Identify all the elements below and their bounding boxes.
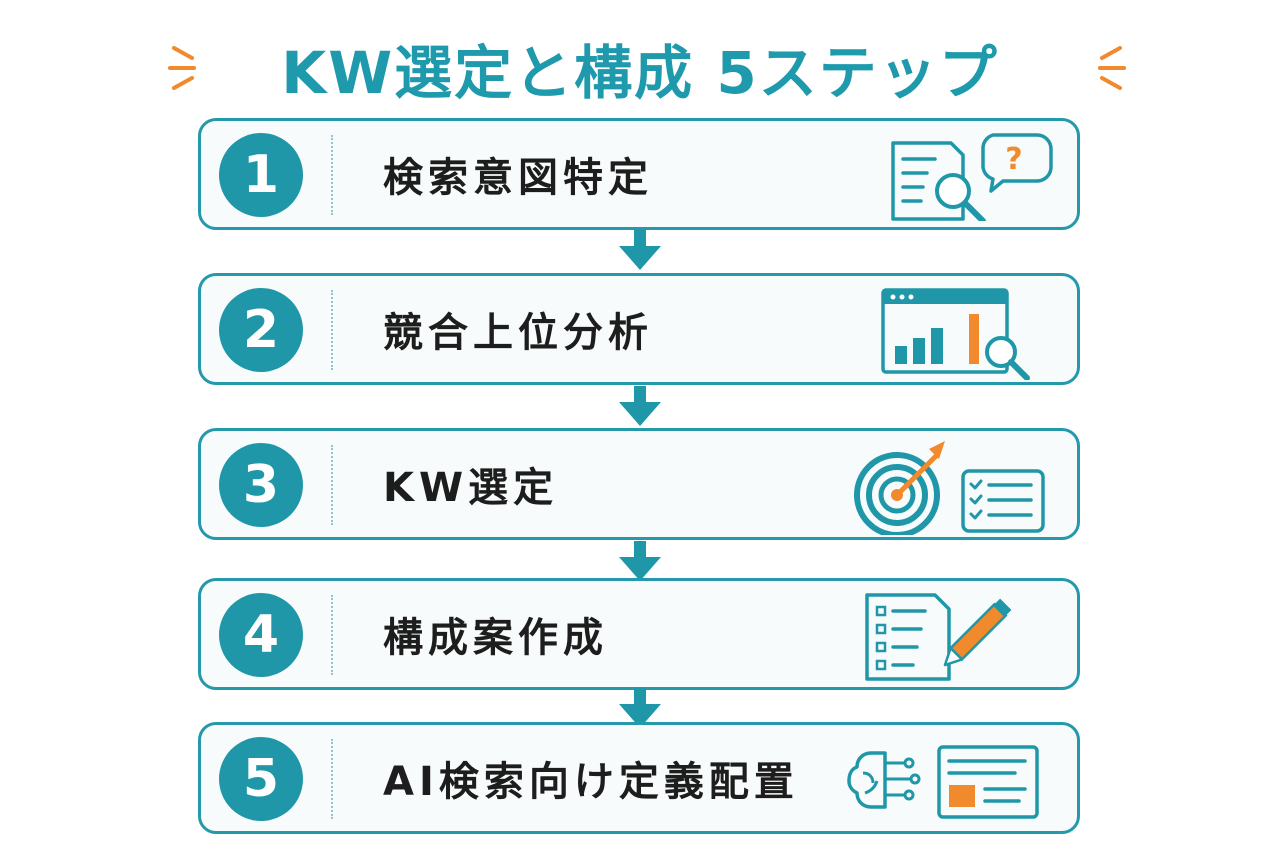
step-label: AI検索向け定義配置	[383, 759, 799, 805]
step-divider	[331, 135, 333, 215]
step-1-card: 1 検索意図特定 ?	[198, 118, 1080, 230]
outline-pencil-icon	[865, 593, 1011, 681]
step-5-card: 5 AI検索向け定義配置	[198, 722, 1080, 834]
step-divider	[331, 290, 333, 370]
title-container: KW選定と構成 5ステップ	[0, 18, 1280, 118]
browser-bar-chart-search-icon	[881, 288, 1030, 380]
title-sparkle-right-icon	[1098, 46, 1126, 90]
step-label: KW選定	[383, 465, 559, 511]
ai-brain-card-icon	[847, 745, 1039, 819]
flow-arrow-down-icon	[619, 541, 661, 581]
step-divider	[331, 739, 333, 819]
step-number-badge: 2	[219, 288, 303, 372]
step-label: 検索意図特定	[383, 155, 653, 201]
step-2-card: 2 競合上位分析	[198, 273, 1080, 385]
flow-arrow-down-icon	[619, 688, 661, 728]
page-title: KW選定と構成 5ステップ	[281, 39, 999, 107]
svg-text:?: ?	[1005, 142, 1022, 177]
step-number-badge: 5	[219, 737, 303, 821]
step-divider	[331, 445, 333, 525]
step-label: 構成案作成	[383, 615, 608, 661]
target-checklist-icon	[854, 441, 1045, 535]
step-number-badge: 3	[219, 443, 303, 527]
flow-arrow-down-icon	[619, 230, 661, 270]
step-number-badge: 4	[219, 593, 303, 677]
document-search-question-icon: ?	[891, 133, 1053, 221]
step-divider	[331, 595, 333, 675]
step-4-card: 4 構成案作成	[198, 578, 1080, 690]
flow-arrow-down-icon	[619, 386, 661, 426]
title-sparkle-left-icon	[168, 46, 196, 90]
step-number-badge: 1	[219, 133, 303, 217]
step-label: 競合上位分析	[383, 310, 653, 356]
step-3-card: 3 KW選定	[198, 428, 1080, 540]
